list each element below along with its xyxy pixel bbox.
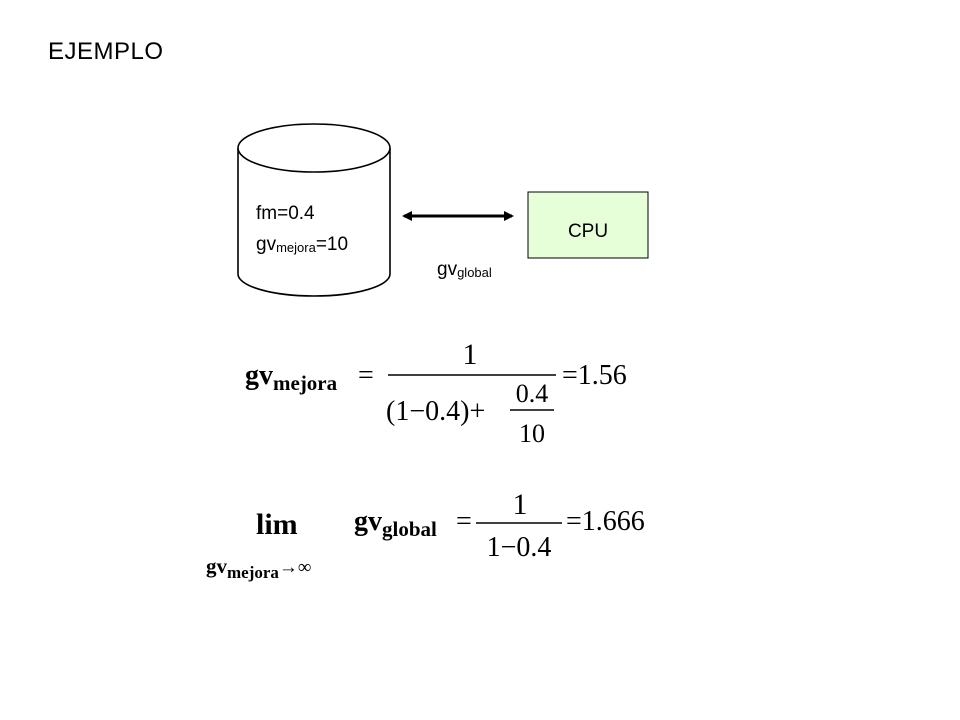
- formula1-lhs: gvmejora: [245, 360, 338, 395]
- disk-cylinder: fm=0.4 gvmejora=10: [237, 123, 391, 297]
- cpu-rect: [527, 191, 649, 259]
- cylinder-body: [237, 148, 391, 297]
- arrow-label-gv-global: gvglobal: [437, 259, 492, 280]
- formula1-inner-denominator: 10: [519, 419, 545, 448]
- formula2-numerator: 1: [513, 488, 528, 521]
- cylinder-top: [237, 123, 391, 173]
- disk-fm-label: fm=0.4: [256, 203, 315, 224]
- formula1-inner-numerator: 0.4: [516, 379, 549, 408]
- formula2-denominator: 1−0.4: [487, 532, 552, 563]
- slide-title: EJEMPLO: [48, 38, 164, 65]
- cpu-label: CPU: [568, 221, 608, 242]
- formula2-lim: lim: [256, 508, 298, 541]
- formula1-equals: =: [358, 360, 374, 391]
- formula1-denominator-left: (1−0.4)+: [386, 396, 485, 427]
- disk-gv-label: gvmejora=10: [256, 234, 348, 255]
- formula-speedup-limit: lim gvmejora→∞ gvglobal = 1 1−0.4 =1.666: [206, 488, 645, 582]
- formula2-result: =1.666: [566, 506, 645, 537]
- cpu-box: CPU: [527, 191, 649, 259]
- formula1-result: =1.56: [562, 360, 627, 391]
- formula-speedup-mejora: gvmejora = 1 (1−0.4)+ 0.4 10 =1.56: [245, 338, 627, 448]
- formula2-lim-subscript: gvmejora→∞: [206, 554, 311, 582]
- formula2-equals: =: [456, 506, 472, 537]
- formula1-numerator: 1: [463, 338, 478, 371]
- formula2-lhs: gvglobal: [354, 506, 437, 541]
